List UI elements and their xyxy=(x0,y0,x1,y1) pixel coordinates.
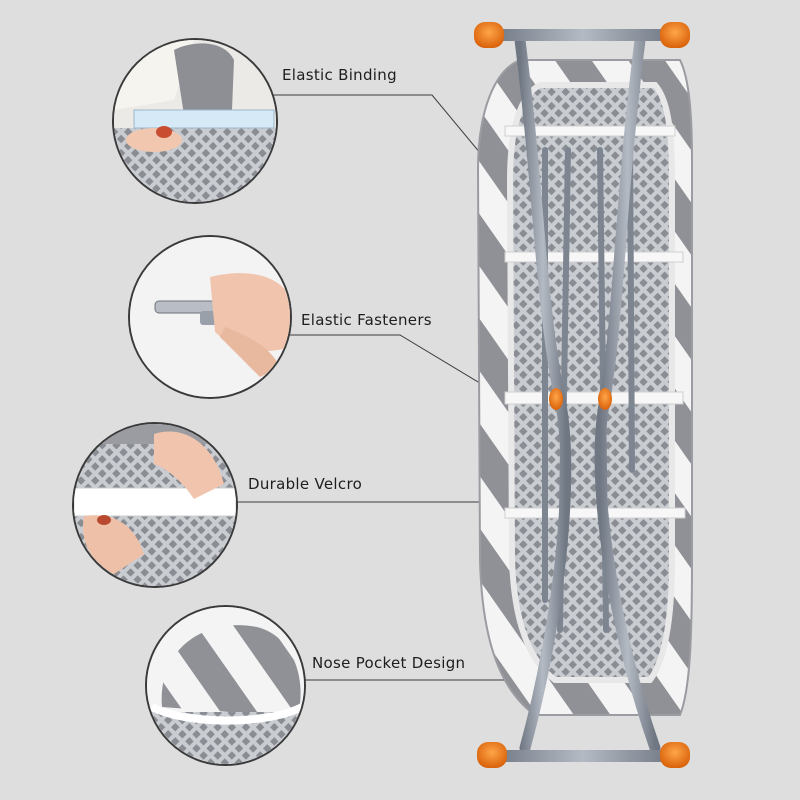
nose-pocket-detail xyxy=(145,605,306,766)
fastener-clip-detail xyxy=(128,235,292,399)
top-foot-bar xyxy=(474,22,690,48)
pivot-caps xyxy=(549,388,612,410)
board-cover xyxy=(476,59,693,716)
velcro-strap-detail xyxy=(72,422,238,588)
elastic-binding-detail xyxy=(112,38,278,204)
callout-label-nose-pocket-design: Nose Pocket Design xyxy=(312,654,466,672)
callout-label-elastic-fasteners: Elastic Fasteners xyxy=(301,311,432,329)
callout-label-durable-velcro: Durable Velcro xyxy=(248,475,363,493)
bottom-foot-bar xyxy=(477,742,690,768)
callout-label-elastic-binding: Elastic Binding xyxy=(282,66,397,84)
